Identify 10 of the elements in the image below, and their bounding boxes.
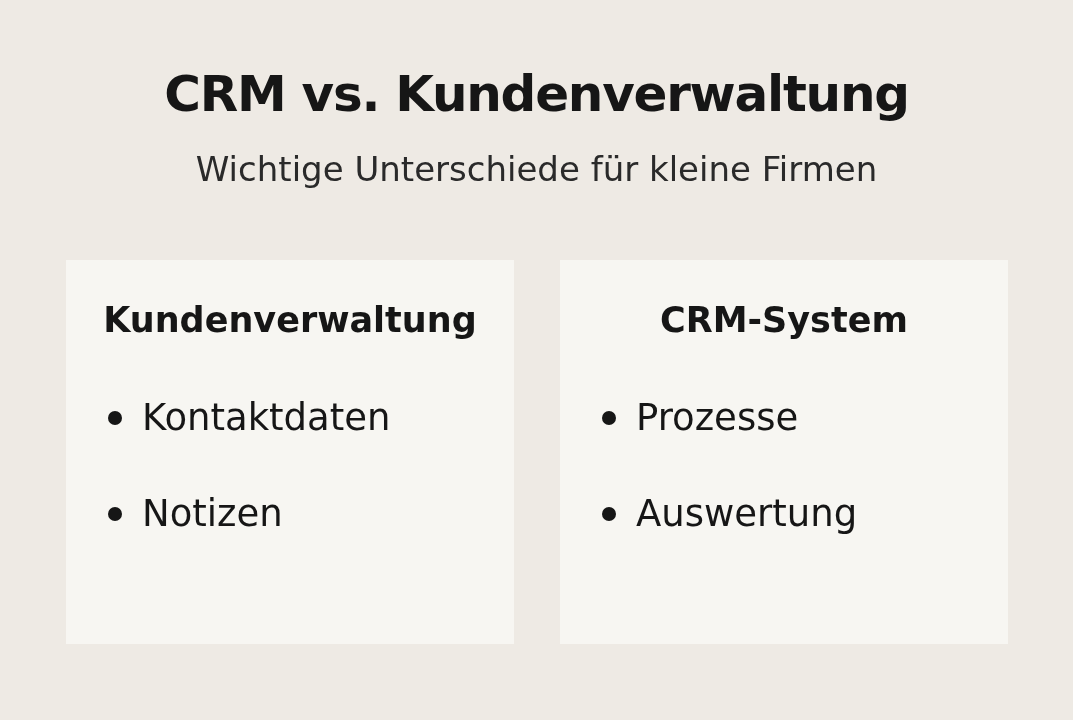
panel-heading: Kundenverwaltung [103,299,477,342]
list-item: Auswertung [636,491,858,537]
subtitle: Wichtige Unterschiede für kleine Firmen [195,148,878,191]
list-item: Kontaktdaten [142,395,391,441]
list-item: Prozesse [636,395,799,441]
comparison-panel [66,260,514,644]
list-item: Notizen [142,491,283,537]
panel-heading: CRM-System [660,299,908,342]
comparison-panel [560,260,1008,644]
title: CRM vs. Kundenverwaltung [164,64,909,125]
